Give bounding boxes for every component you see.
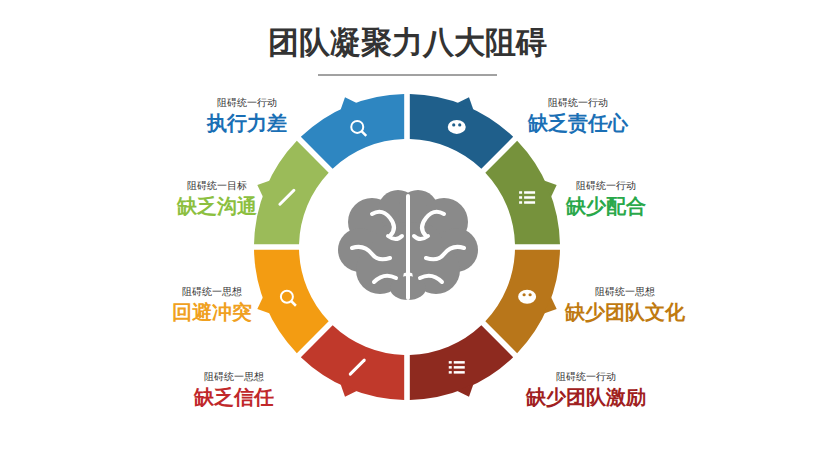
obstacle-category: 阻碍统一思想: [194, 370, 274, 384]
obstacle-name: 缺少配合: [566, 193, 646, 219]
obstacle-name: 缺少团队文化: [565, 299, 685, 325]
obstacle-label: 阻碍统一思想回避冲突: [172, 285, 252, 325]
ring-segment: [254, 250, 329, 353]
segment-icon: [350, 360, 364, 374]
obstacle-category: 阻碍统一行动: [528, 96, 628, 110]
obstacle-label: 阻碍统一行动缺少团队激励: [526, 370, 646, 410]
segment-pointer: [341, 97, 358, 110]
obstacle-name: 缺乏责任心: [528, 110, 628, 136]
segment-icon: [281, 291, 296, 306]
obstacle-name: 缺少团队激励: [526, 384, 646, 410]
ring-segment: [254, 141, 329, 244]
ring-segment: [410, 94, 513, 169]
segment-icon: [518, 290, 536, 304]
obstacle-label: 阻碍统一思想缺少团队文化: [565, 285, 685, 325]
segment-icon: [519, 191, 535, 204]
ring-segment: [485, 250, 560, 353]
segment-pointer: [257, 181, 270, 198]
segment-icon: [448, 120, 466, 134]
obstacle-name: 缺乏信任: [194, 384, 274, 410]
ring-segment: [410, 325, 513, 400]
segment-pointer: [341, 384, 358, 397]
ring-segment: [301, 94, 404, 169]
ring-segment: [485, 141, 560, 244]
segment-pointer: [257, 297, 270, 314]
segment-icon: [449, 361, 465, 374]
obstacle-name: 缺乏沟通: [177, 193, 257, 219]
obstacle-label: 阻碍统一行动缺乏责任心: [528, 96, 628, 136]
brain-illustration: [338, 190, 478, 300]
obstacle-label: 阻碍统一行动执行力差: [207, 96, 287, 136]
obstacle-label: 阻碍统一行动缺少配合: [566, 179, 646, 219]
obstacle-name: 执行力差: [207, 110, 287, 136]
obstacle-category: 阻碍统一思想: [172, 285, 252, 299]
segment-icon: [351, 121, 366, 136]
segment-pointer: [457, 97, 474, 110]
title: 团队凝聚力八大阻碍: [0, 22, 814, 64]
obstacle-category: 阻碍统一目标: [177, 179, 257, 193]
ring: [254, 94, 560, 400]
segment-pointer: [457, 384, 474, 397]
segment-pointer: [544, 181, 557, 198]
segment-pointer: [544, 297, 557, 314]
segment-icon: [280, 190, 294, 204]
obstacle-label: 阻碍统一目标缺乏沟通: [177, 179, 257, 219]
obstacle-name: 回避冲突: [172, 299, 252, 325]
obstacle-category: 阻碍统一思想: [565, 285, 685, 299]
obstacle-label: 阻碍统一思想缺乏信任: [194, 370, 274, 410]
obstacle-category: 阻碍统一行动: [566, 179, 646, 193]
obstacle-category: 阻碍统一行动: [526, 370, 646, 384]
title-underline: [318, 75, 497, 76]
obstacle-category: 阻碍统一行动: [207, 96, 287, 110]
ring-segment: [301, 325, 404, 400]
